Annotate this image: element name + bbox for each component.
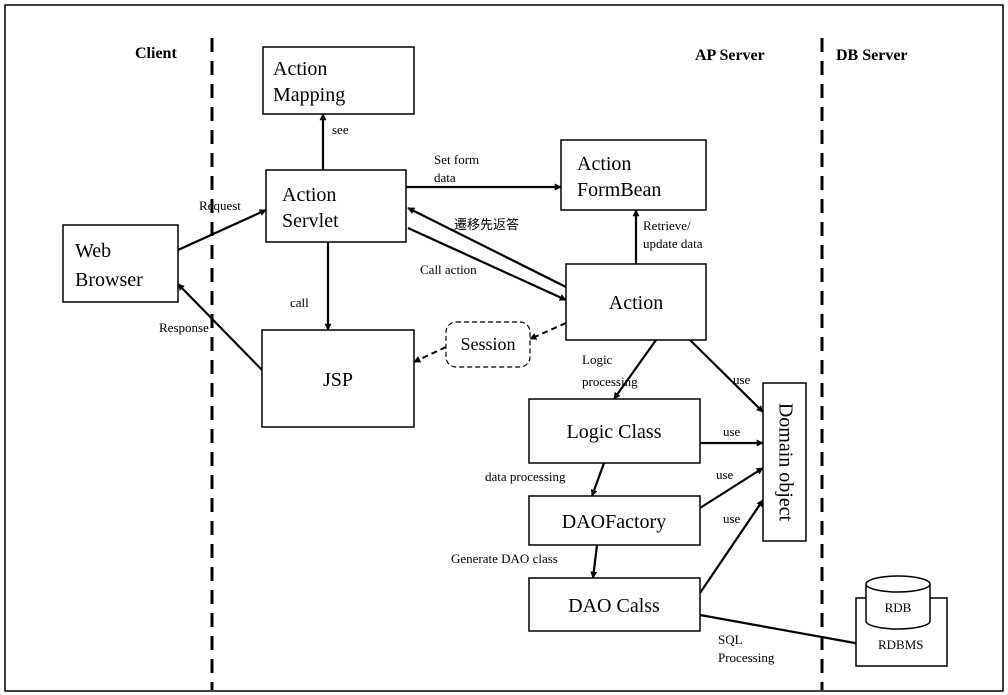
node-logic-class-label: Logic Class [567, 421, 662, 443]
edge-use-action-label: use [733, 372, 751, 387]
node-domain-object-label: Domain object [774, 403, 796, 522]
node-dao-class-label: DAO Calss [568, 595, 660, 617]
zone-client-label: Client [135, 45, 177, 62]
node-logic-class: Logic Class [528, 398, 701, 464]
edge-use-daofactory-1 [699, 467, 764, 509]
edge-call-label: call [290, 295, 309, 310]
edge-see-label: see [332, 122, 349, 137]
node-daofactory: DAOFactory [528, 495, 701, 546]
node-daofactory-label: DAOFactory [562, 511, 666, 533]
zone-db-server-label: DB Server [836, 47, 908, 64]
diagram-frame [4, 4, 1004, 692]
node-action-servlet-label-2: Servlet [282, 210, 339, 232]
edge-generate-dao-label: Generate DAO class [451, 551, 558, 566]
node-action-mapping-label-1: Action [273, 58, 327, 80]
edge-sql-processing-label-1: SQL [718, 632, 743, 647]
node-jsp: JSP [261, 329, 415, 428]
edge-data-processing [590, 462, 606, 497]
node-action-mapping-label-2: Mapping [273, 84, 345, 106]
node-action-formbean: Action FormBean [560, 139, 707, 211]
edge-logic-processing-label-1: Logic [582, 352, 613, 367]
node-jsp-label: JSP [323, 369, 353, 391]
edge-session-jsp [413, 346, 447, 363]
edge-data-processing-label: data processing [485, 469, 566, 484]
edge-transition-reply-label: 遷移先返答 [454, 217, 519, 232]
zone-ap-server-label: AP Server [695, 47, 765, 64]
edge-sql-processing-label-2: Processing [718, 650, 775, 665]
node-domain-object: Domain object [762, 382, 807, 542]
edge-call-action-label: Call action [420, 262, 477, 277]
edge-retrieve-update-label-1: Retrieve/ [643, 218, 691, 233]
node-action-formbean-label-1: Action [577, 153, 631, 175]
node-web-browser-label-2: Browser [75, 269, 143, 291]
node-action-mapping: Action Mapping [262, 46, 415, 115]
node-action-servlet-label-1: Action [282, 184, 336, 206]
edge-transition-reply [407, 207, 567, 288]
node-rdbms-label: RDBMS [878, 637, 924, 652]
edge-response [177, 283, 263, 371]
edge-logic-processing-label-2: processing [582, 374, 638, 389]
edge-action-session [529, 322, 567, 340]
edge-sql-processing [699, 613, 867, 648]
node-action-label: Action [609, 292, 663, 314]
node-web-browser: Web Browser [62, 224, 179, 303]
edge-use-logic-label: use [723, 424, 741, 439]
node-rdbms: RDBMS RDB [855, 575, 948, 667]
edge-use-action [689, 339, 764, 413]
edge-response-label: Response [159, 320, 209, 335]
edge-use-daofactory-2-label: use [723, 511, 741, 526]
node-dao-class: DAO Calss [528, 577, 701, 632]
edge-use-daofactory-1-label: use [716, 467, 734, 482]
rdb-cylinder-icon [865, 575, 931, 630]
node-action-formbean-label-2: FormBean [577, 179, 661, 201]
node-rdb-label: RDB [885, 600, 912, 615]
edge-set-form-data-label-2: data [434, 170, 456, 185]
node-action: Action [565, 263, 707, 341]
edge-call-action [407, 226, 567, 302]
node-action-servlet: Action Servlet [265, 169, 407, 243]
edge-request-label: Request [199, 198, 241, 213]
node-web-browser-label-1: Web [75, 240, 111, 262]
edge-set-form-data-label-1: Set form [434, 152, 479, 167]
edge-use-daofactory-2 [699, 499, 764, 594]
edge-generate-dao [590, 544, 599, 579]
node-session: Session [445, 321, 531, 368]
node-session-label: Session [460, 334, 515, 354]
edge-logic-processing [613, 339, 657, 400]
edge-request [177, 208, 267, 252]
edge-retrieve-update-label-2: update data [643, 236, 703, 251]
